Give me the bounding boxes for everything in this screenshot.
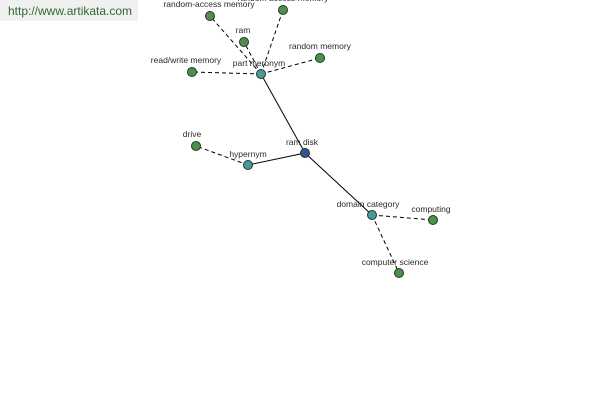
- relation-label-part-meronym[interactable]: part meronym: [233, 58, 285, 68]
- relation-label-domain-category[interactable]: domain category: [337, 199, 401, 209]
- nodes-layer: [187, 5, 438, 278]
- node-read-write-memory[interactable]: [187, 67, 197, 77]
- relation-label-hypernym[interactable]: hypernym: [229, 149, 266, 159]
- label-computer-science[interactable]: computer science: [362, 257, 429, 267]
- labels-layer: random-access memoryrandom access memory…: [151, 0, 451, 267]
- label-computing[interactable]: computing: [411, 204, 450, 214]
- edge-part-meronym-to-read-write-memory: [191, 71, 262, 75]
- relation-node-hypernym[interactable]: [243, 160, 253, 170]
- node-random-access-memory[interactable]: [278, 5, 288, 15]
- relation-node-domain-category[interactable]: [367, 210, 377, 220]
- node-random-access-memory[interactable]: [205, 11, 215, 21]
- edge-part-meronym-to-ram: [243, 41, 262, 75]
- label-read-write-memory[interactable]: read/write memory: [151, 55, 222, 65]
- edge-part-meronym-to-random-memory: [260, 57, 321, 75]
- relation-node-part-meronym[interactable]: [256, 69, 266, 79]
- edge-part-meronym-to-random-access-memory: [209, 15, 262, 75]
- edge-domain-category-to-computer-science: [371, 214, 400, 274]
- label-random-access-memory[interactable]: random-access memory: [163, 0, 255, 9]
- root-node[interactable]: [300, 148, 310, 158]
- edge-root-to-part-meronym: [260, 73, 306, 154]
- edge-root-to-hypernym: [247, 152, 306, 166]
- edge-domain-category-to-computing: [371, 214, 434, 221]
- node-drive[interactable]: [191, 141, 201, 151]
- label-random-memory[interactable]: random memory: [289, 41, 352, 51]
- edge-hypernym-to-drive: [195, 145, 249, 166]
- label-drive[interactable]: drive: [183, 129, 202, 139]
- node-ram[interactable]: [239, 37, 249, 47]
- node-random-memory[interactable]: [315, 53, 325, 63]
- node-computing[interactable]: [428, 215, 438, 225]
- edge-root-to-domain-category: [304, 152, 373, 216]
- node-computer-science[interactable]: [394, 268, 404, 278]
- edges-layer: [191, 9, 434, 274]
- root-label[interactable]: ram disk: [286, 137, 319, 147]
- label-random-access-memory[interactable]: random access memory: [238, 0, 329, 3]
- edge-part-meronym-to-random-access-memory: [260, 9, 284, 75]
- watermark-url[interactable]: http://www.artikata.com: [0, 0, 138, 21]
- label-ram[interactable]: ram: [236, 25, 251, 35]
